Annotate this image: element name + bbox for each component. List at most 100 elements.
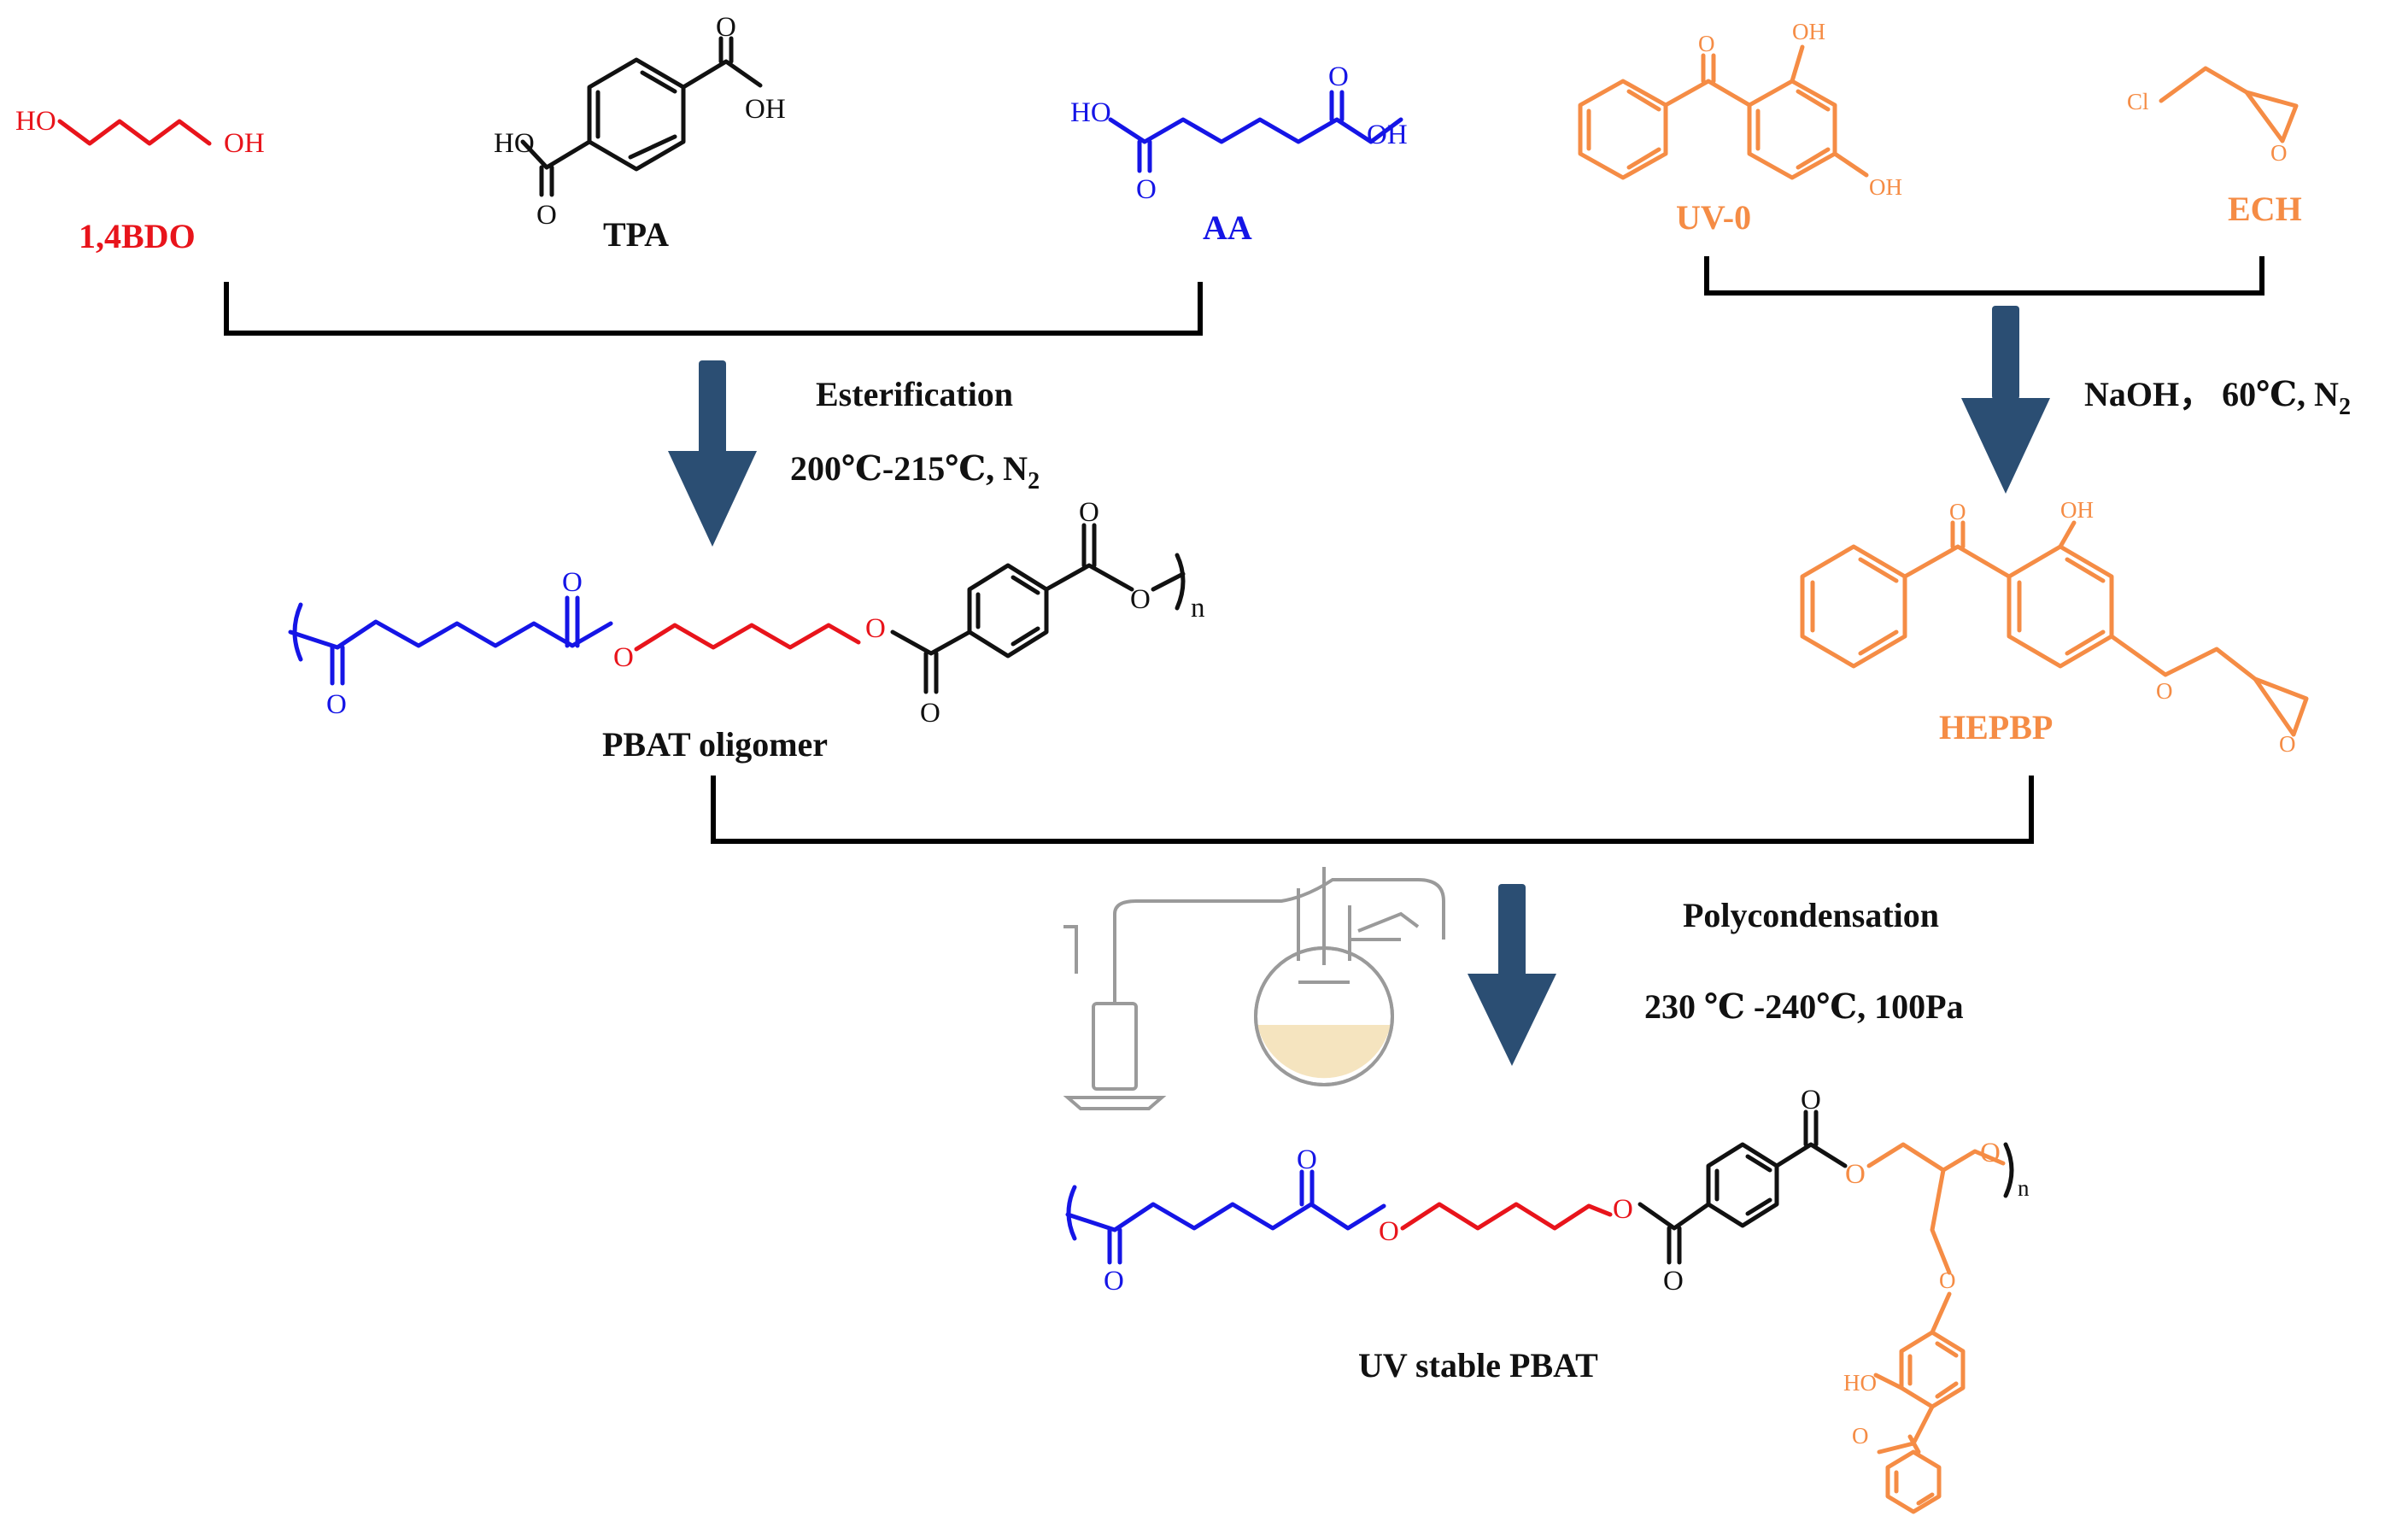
- product-ring-double: [1935, 1341, 1959, 1358]
- pbat-oligomer-n: n: [1191, 593, 1205, 623]
- arrow-polycondensation-icon: [1468, 884, 1556, 1066]
- product-aa-segment: [1065, 1202, 1386, 1232]
- pbat-oligomer-o: O: [865, 613, 886, 644]
- tpa-ring-double: [640, 70, 677, 94]
- uv-stable-pbat-structure: O O O O O O O O n O HO O UV stable PBAT: [1065, 1085, 2030, 1514]
- product-side-chain: [1930, 1168, 1952, 1275]
- aa-o-left: O: [1136, 174, 1157, 205]
- hepbp-o-carbonyl: O: [1949, 499, 1966, 524]
- pbat-oligomer-o: O: [613, 642, 634, 673]
- uv0-ring-double: [1796, 147, 1831, 170]
- product-ester: [1638, 1202, 1711, 1231]
- hepbp-structure: O OH O O HEPBP: [1800, 497, 2309, 757]
- product-carbonyl-bridge: [1877, 1404, 1935, 1455]
- pbat-oligomer-aa-segment: [288, 619, 613, 650]
- product-ring-double: [1745, 1197, 1772, 1216]
- uv0-phenyl-ring: [1578, 79, 1668, 180]
- hepbp-ring-double: [1858, 629, 1899, 656]
- pbat-oligomer-structure: O O O O O O O n PBAT oligomer: [288, 497, 1205, 764]
- hepbp-oh: OH: [2060, 497, 2094, 523]
- uv0-structure: O OH OH UV-0: [1578, 19, 1902, 237]
- hepbp-epoxide: [2253, 676, 2309, 737]
- product-o: O: [1104, 1266, 1124, 1297]
- hepbp-name: HEPBP: [1939, 708, 2053, 746]
- uv0-oh-top: OH: [1792, 19, 1825, 44]
- product-ring-double: [1935, 1381, 1959, 1399]
- hepbp-ether-chain: [2109, 634, 2258, 682]
- pbat-oligomer-o: O: [562, 567, 583, 598]
- tpa-o-top: O: [716, 12, 736, 43]
- pbat-oligomer-o: O: [1079, 497, 1099, 528]
- aa-structure: HO O O OH AA: [1070, 61, 1408, 247]
- tpa-acid-bottom: [520, 139, 592, 170]
- hepbp-carbonyl-bridge: [1902, 544, 2012, 579]
- ech-structure: Cl O ECH: [2127, 66, 2302, 228]
- hepbp-o-ether: O: [2156, 678, 2173, 704]
- hepbp-ring-double: [1858, 557, 1899, 583]
- tpa-o-bottom: O: [536, 200, 557, 231]
- bracket-left-combine: [224, 282, 1203, 336]
- aa-oh-right: OH: [1367, 120, 1408, 150]
- pbat-oligomer-ring-double: [1011, 575, 1040, 595]
- pbat-oligomer-o: O: [920, 698, 940, 729]
- product-o: O: [1613, 1194, 1633, 1225]
- product-co: [1907, 1434, 1921, 1455]
- arrow-epoxidation-icon: [1961, 306, 2050, 494]
- product-o: O: [1852, 1423, 1869, 1449]
- pbat-oligomer-o: O: [1130, 584, 1151, 615]
- ech-name: ECH: [2228, 190, 2302, 228]
- bdo-name: 1,4BDO: [79, 217, 196, 255]
- product-o: O: [1297, 1144, 1317, 1175]
- uv0-o: O: [1698, 31, 1715, 56]
- esterification-conditions: 200℃-215℃, N2: [790, 449, 1040, 495]
- polycondensation-conditions: 230 ℃ -240℃, 100Pa: [1644, 987, 1964, 1026]
- pbat-oligomer-bdo-segment: [634, 623, 861, 652]
- tpa-ring-double: [628, 134, 677, 160]
- bdo-oh-right: OH: [224, 128, 265, 159]
- hepbp-phenyl-ring: [1800, 544, 1907, 669]
- aa-name: AA: [1203, 208, 1252, 247]
- bdo-oh-left: HO: [15, 106, 56, 137]
- uv0-phenol-ring: [1747, 79, 1837, 180]
- tpa-acid-top: [681, 59, 763, 90]
- uv0-ring-double: [1796, 89, 1831, 112]
- product-side-ether: [1930, 1291, 1952, 1335]
- product-ring-double: [1916, 1492, 1935, 1506]
- aa-o-right: O: [1328, 61, 1349, 92]
- product-o: O: [1845, 1159, 1866, 1190]
- tpa-oh-right: OH: [745, 94, 786, 125]
- uv0-oh-bottom: OH: [1869, 174, 1902, 200]
- product-o: O: [1379, 1216, 1399, 1247]
- pbat-oligomer-end: [1151, 571, 1186, 592]
- bdo-chain: [57, 119, 212, 146]
- bracket-bottom-combine: [711, 776, 2034, 844]
- hepbp-ring-double: [2065, 557, 2106, 583]
- hepbp-phenol-ring: [2007, 544, 2114, 669]
- arrow-esterification-icon: [668, 360, 757, 547]
- pbat-oligomer-ester: [890, 629, 972, 656]
- uv0-carbonyl-bridge: [1663, 79, 1752, 108]
- hepbp-oh-bond: [2058, 520, 2077, 549]
- bdo-structure: HO OH 1,4BDO: [15, 106, 265, 255]
- product-o: O: [1801, 1085, 1821, 1115]
- pbat-oligomer-name: PBAT oligomer: [602, 725, 828, 764]
- ech-chain: [2159, 66, 2249, 103]
- aa-oh-left: HO: [1070, 97, 1111, 128]
- esterification-label: Esterification: [816, 375, 1013, 413]
- ech-cl: Cl: [2127, 89, 2149, 114]
- uv0-ring-double: [1626, 89, 1661, 112]
- aa-chain: [1108, 117, 1403, 144]
- product-n: n: [2018, 1175, 2030, 1201]
- product-ring-double: [1745, 1154, 1772, 1173]
- ech-epoxide: [2244, 90, 2299, 143]
- hepbp-ring-double: [2065, 629, 2106, 656]
- bracket-right-combine: [1704, 256, 2264, 296]
- uv-stable-pbat-name: UV stable PBAT: [1358, 1346, 1598, 1384]
- tpa-oh-left: HO: [494, 128, 535, 159]
- product-ester-right: [1774, 1142, 1848, 1168]
- product-bdo-segment: [1400, 1202, 1613, 1231]
- tpa-structure: O OH HO O TPA: [494, 12, 786, 254]
- hepbp-o-epoxide: O: [2279, 731, 2296, 757]
- reaction-apparatus-icon: [1063, 867, 1445, 1110]
